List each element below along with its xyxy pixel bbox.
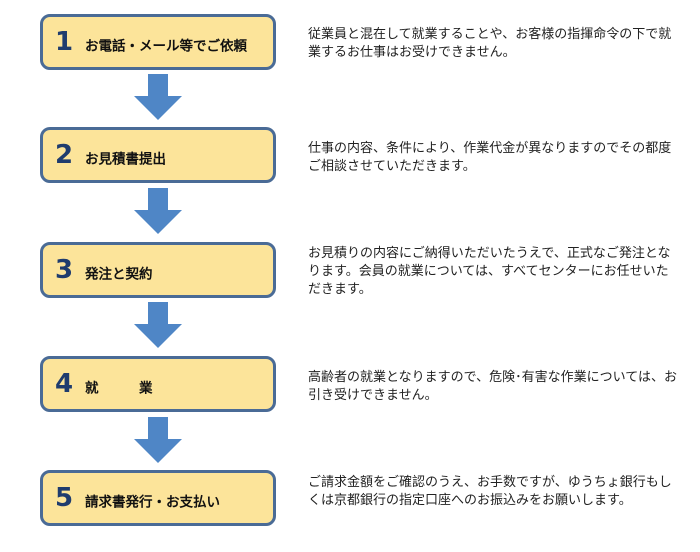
arrow-down-icon <box>134 417 182 463</box>
arrow-down-icon <box>134 188 182 234</box>
step-3-description: お見積りの内容にご納得いただいたうえで、正式なご発注となります。会員の就業につい… <box>308 246 671 297</box>
step-5-description: ご請求金額をご確認のうえ、お手数ですが、ゆうちょ銀行もしくは京都銀行の指定口座へ… <box>308 475 672 508</box>
step-1-number: 1 <box>55 27 74 57</box>
step-1-box: 1 お電話・メール等でご依頼 <box>40 14 276 70</box>
step-3-box: 3 発注と契約 <box>40 242 276 298</box>
step-1-label: お電話・メール等でご依頼 <box>85 38 247 55</box>
step-4-box: 4 就 業 <box>40 356 276 412</box>
step-2-label: お見積書提出 <box>85 151 166 168</box>
arrow-down-icon <box>134 74 182 120</box>
step-4-number: 4 <box>55 369 74 399</box>
step-4-description: 高齢者の就業となりますので、危険･有害な作業については、お引き受けできません。 <box>308 370 677 403</box>
step-2-number: 2 <box>55 140 74 170</box>
step-4-label: 就 業 <box>85 380 153 397</box>
step-1-description: 従業員と混在して就業することや、お客様の指揮命令の下で就業するお仕事はお受けでき… <box>308 27 672 60</box>
step-3-label: 発注と契約 <box>85 266 153 283</box>
step-5-number: 5 <box>55 483 74 513</box>
step-3-number: 3 <box>55 255 74 285</box>
arrow-down-icon <box>134 302 182 348</box>
step-2-box: 2 お見積書提出 <box>40 127 276 183</box>
step-5-box: 5 請求書発行・お支払い <box>40 470 276 526</box>
step-5-label: 請求書発行・お支払い <box>85 494 220 511</box>
step-2-description: 仕事の内容、条件により、作業代金が異なりますのでその都度ご相談させていただきます… <box>308 141 672 174</box>
